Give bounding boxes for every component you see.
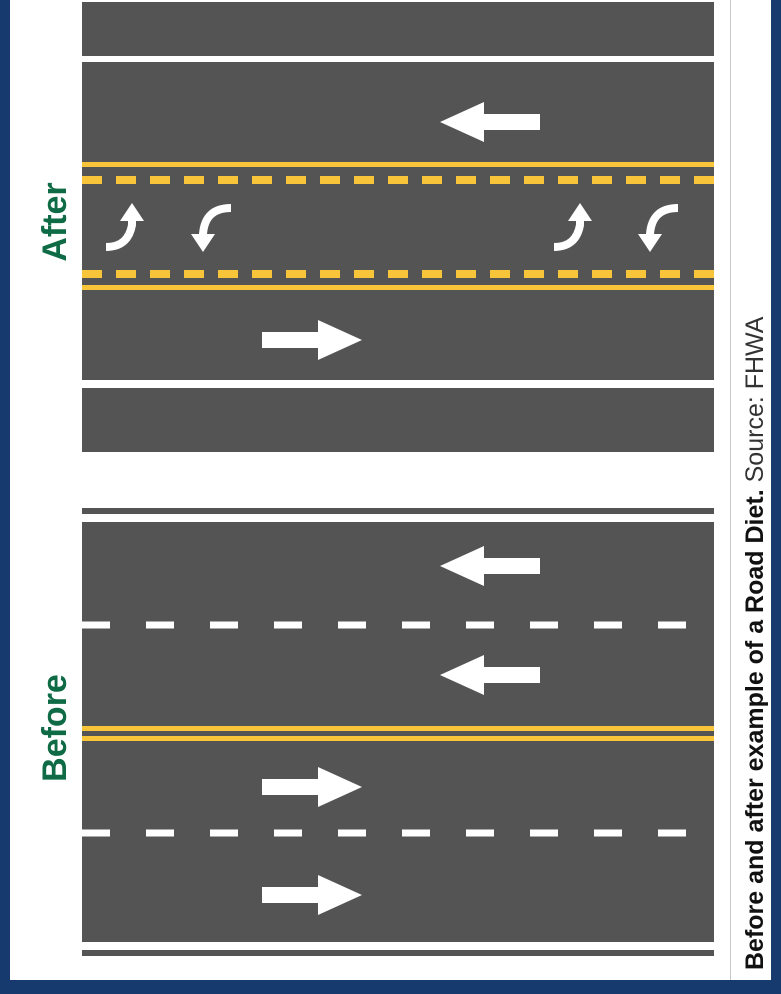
after-parking-top	[82, 2, 714, 56]
figure-frame: After Before Before and after example of…	[10, 0, 771, 980]
after-road	[82, 2, 714, 452]
road-diet-diagram	[82, 2, 714, 956]
caption-source: Source: FHWA	[741, 316, 769, 490]
caption-divider	[730, 0, 731, 980]
before-road	[82, 508, 714, 956]
after-travel-lanes	[82, 62, 714, 380]
before-travel-lanes	[82, 522, 714, 942]
after-label: After	[36, 182, 74, 262]
after-parking-bottom	[82, 388, 714, 452]
before-label: Before	[36, 674, 74, 782]
caption-title: Before and after example of a Road Diet.	[741, 489, 769, 970]
figure-caption: Before and after example of a Road Diet.…	[737, 10, 773, 970]
